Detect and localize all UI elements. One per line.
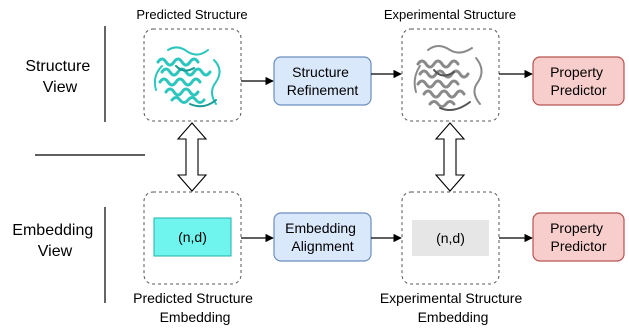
property-predictor-bottom-box xyxy=(532,212,625,262)
predicted-protein-icon xyxy=(153,46,221,108)
predicted-embedding-tensor xyxy=(153,217,232,257)
predicted-embedding-caption: Predicted Structure Embedding xyxy=(133,290,257,325)
property-predictor-top-label: Property Predictor xyxy=(550,64,607,98)
experimental-embedding-tensor xyxy=(412,220,489,256)
property-predictor-bottom-label: Property Predictor xyxy=(550,220,607,254)
predicted-embedding-tensor-label: (n,d) xyxy=(178,229,207,245)
predicted-structure-label: Predicted Structure xyxy=(136,7,247,22)
embedding-alignment-box xyxy=(273,212,372,262)
experimental-structure-label: Experimental Structure xyxy=(384,7,516,22)
structure-view-label: Structure View xyxy=(25,58,94,96)
embedding-view-label: Embedding View xyxy=(12,222,97,260)
experimental-protein-icon xyxy=(413,45,483,111)
structure-refinement-label: Structure Refinement xyxy=(287,64,359,98)
double-arrow-experimental xyxy=(434,122,466,192)
property-predictor-top-box xyxy=(532,56,625,106)
double-arrow-predicted xyxy=(176,122,208,192)
structure-refinement-box xyxy=(273,56,372,106)
experimental-embedding-caption: Experimental Structure Embedding xyxy=(380,290,526,325)
experimental-embedding-tensor-label: (n,d) xyxy=(436,230,465,246)
embedding-alignment-label: Embedding Alignment xyxy=(285,220,360,254)
